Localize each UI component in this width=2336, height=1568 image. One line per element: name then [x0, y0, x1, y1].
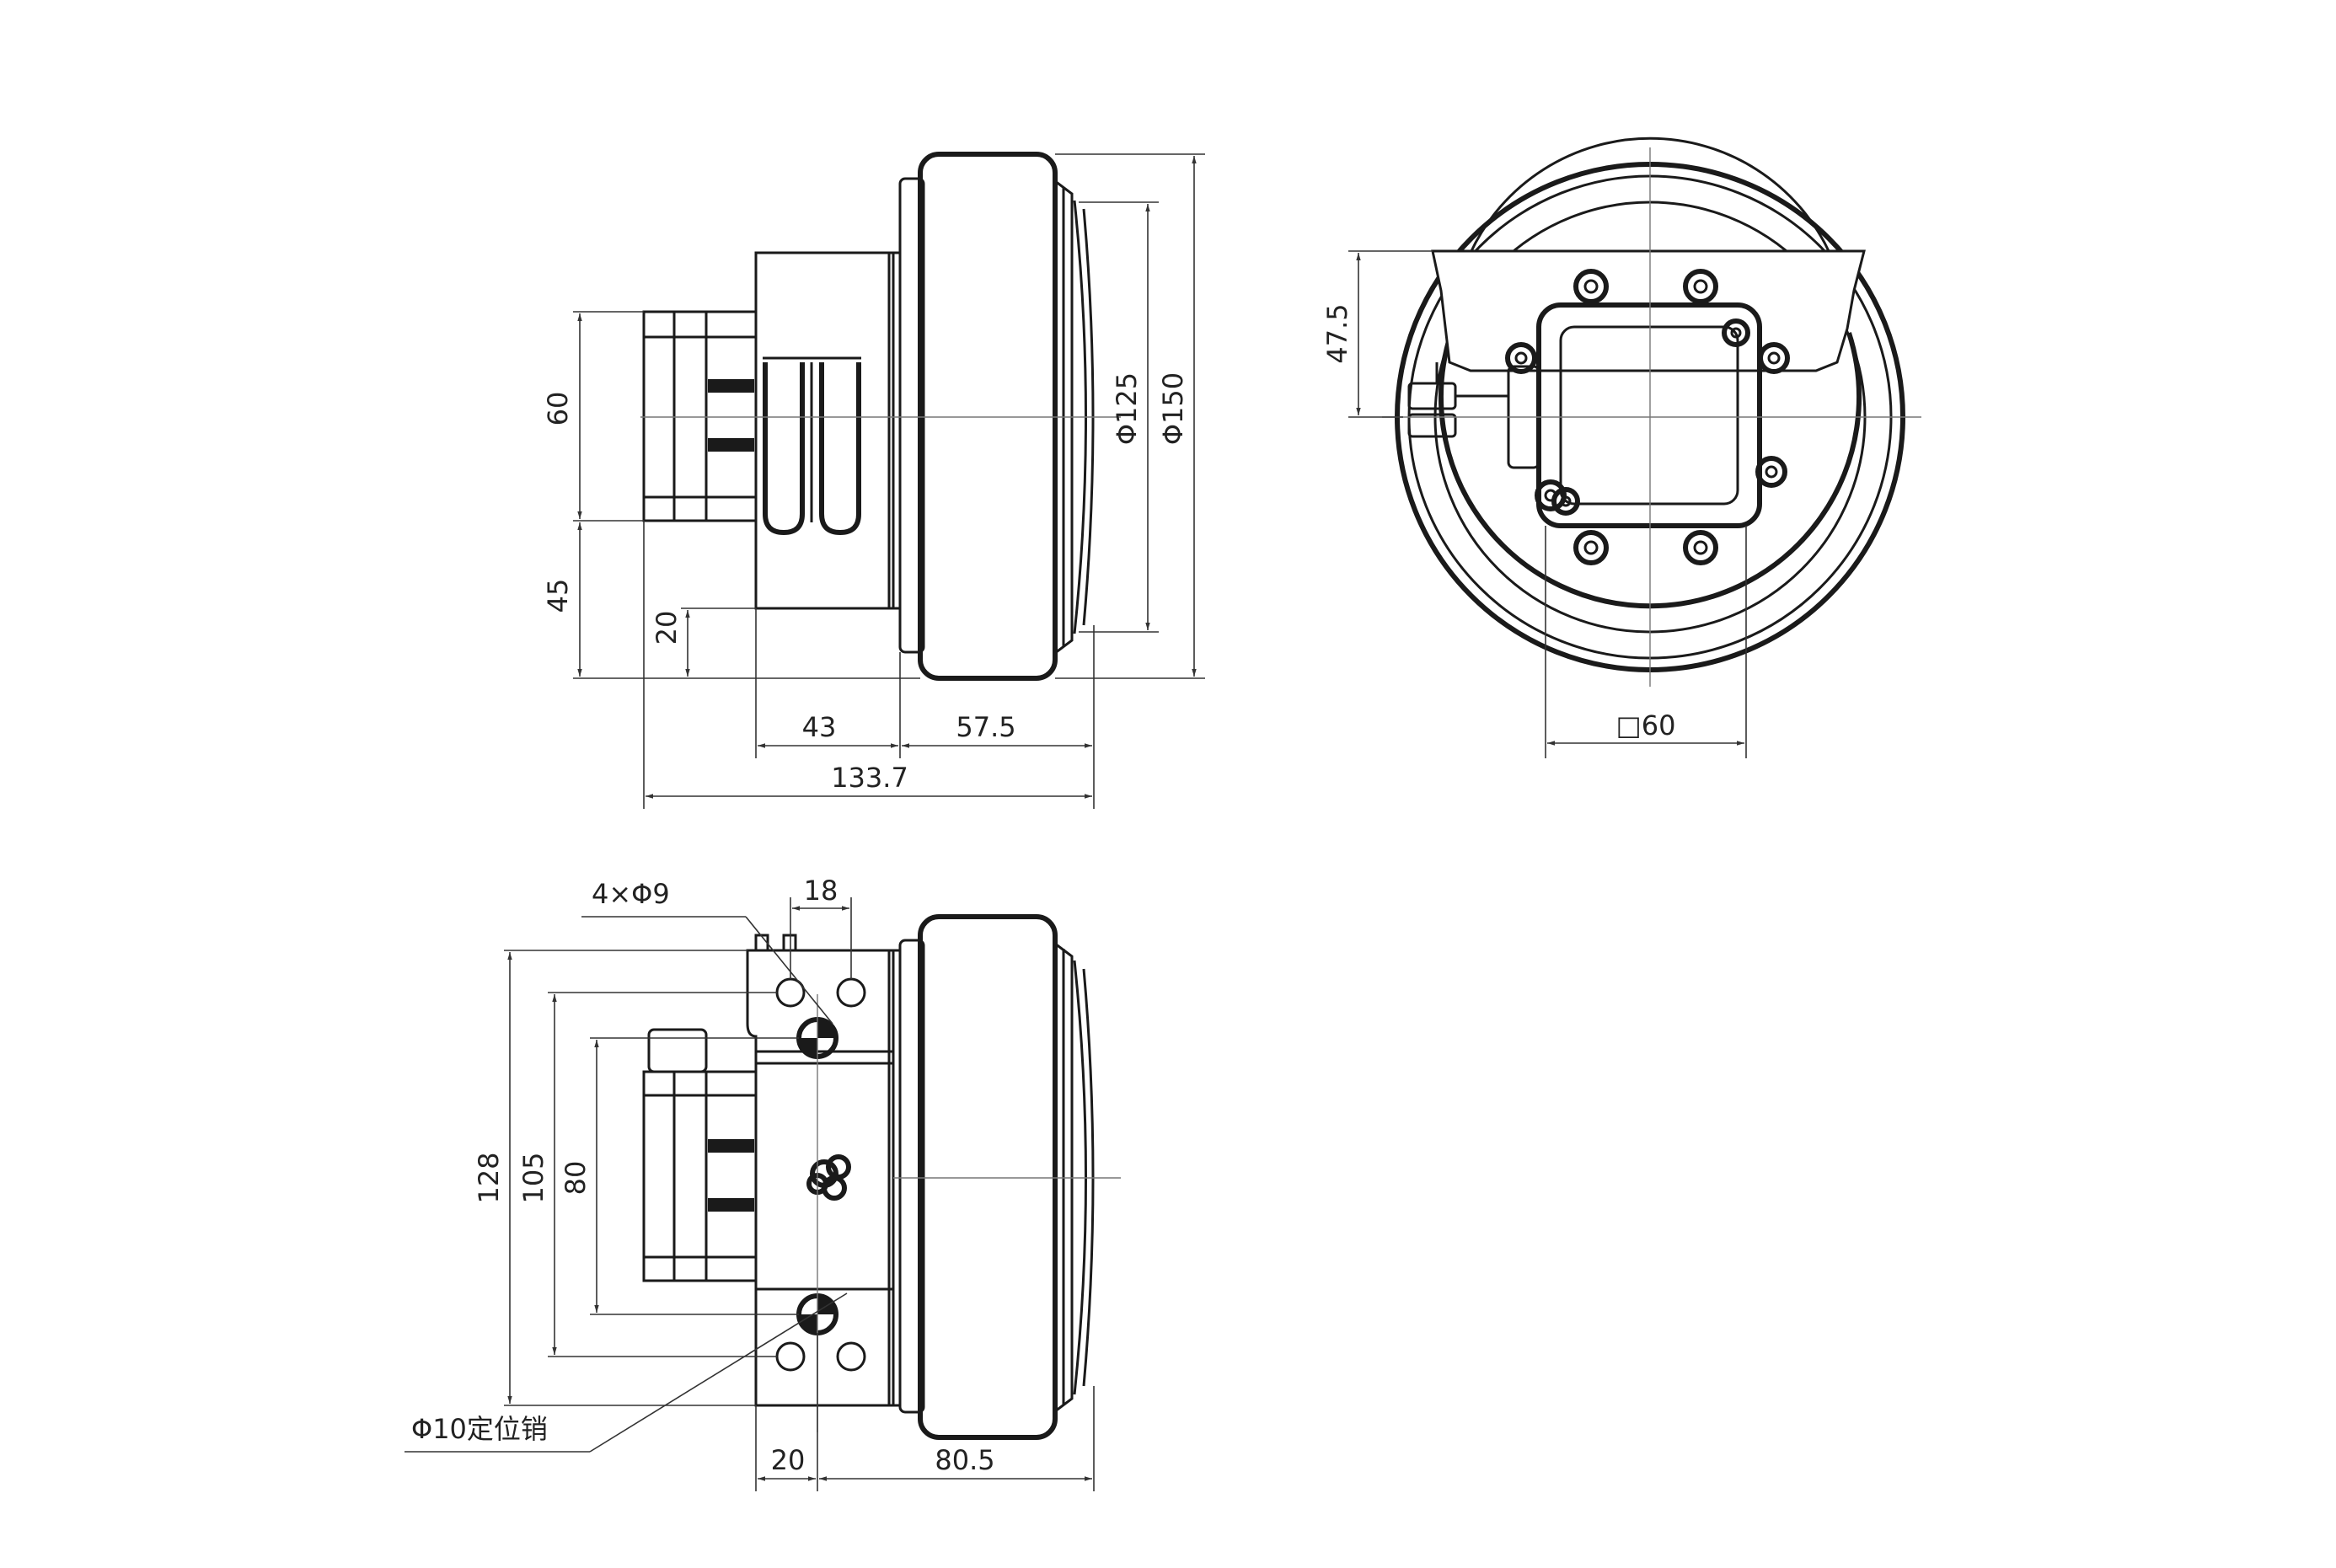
spring-right	[819, 362, 861, 536]
bracket-block	[754, 251, 895, 610]
dim-20-bottom-label: 20	[771, 1444, 806, 1476]
dim-57-5-label: 57.5	[956, 711, 1015, 743]
bottom-motor-body	[642, 1070, 758, 1282]
dim-43-label: 43	[802, 711, 837, 743]
dim-45-label: 45	[542, 579, 574, 613]
bottom-center-plate	[754, 1050, 895, 1291]
front-view: 47.5 □60	[1321, 136, 1921, 758]
bottom-mount-ear	[754, 1287, 895, 1407]
wheel-body	[918, 152, 1058, 681]
dim-20-label: 20	[651, 611, 683, 645]
dim-105-label: 105	[517, 1152, 549, 1203]
bolt-holes	[1505, 269, 1790, 565]
dim-sq60-label: □60	[1616, 709, 1676, 741]
holes-label: 4×Φ9	[592, 878, 670, 910]
dim-47-5-label: 47.5	[1321, 303, 1353, 363]
dim-d125-label: Φ125	[1111, 372, 1143, 445]
dim-d150-label: Φ150	[1157, 372, 1189, 445]
mounting-plate	[1431, 249, 1866, 372]
bottom-wheel-body	[918, 914, 1058, 1440]
center-pin-cluster	[806, 1154, 851, 1201]
dim-80-5-label: 80.5	[935, 1444, 994, 1476]
dim-128-label: 128	[473, 1152, 505, 1203]
motor-body	[642, 310, 758, 522]
dim-18-label: 18	[804, 875, 838, 907]
bottom-view: 128 105 80 4×Φ9 18 Φ10定位销 20 80.5	[405, 875, 1121, 1491]
dim-60-label: 60	[542, 392, 574, 426]
dim-80-label: 80	[560, 1161, 592, 1196]
pin-label: Φ10定位销	[411, 1413, 548, 1445]
side-view: 60 45 20 43 57.5 133.7 Φ125 Φ150	[542, 152, 1205, 809]
spring-left	[763, 362, 805, 536]
top-mount-ear	[746, 949, 895, 1065]
dim-133-7-label: 133.7	[831, 762, 908, 794]
